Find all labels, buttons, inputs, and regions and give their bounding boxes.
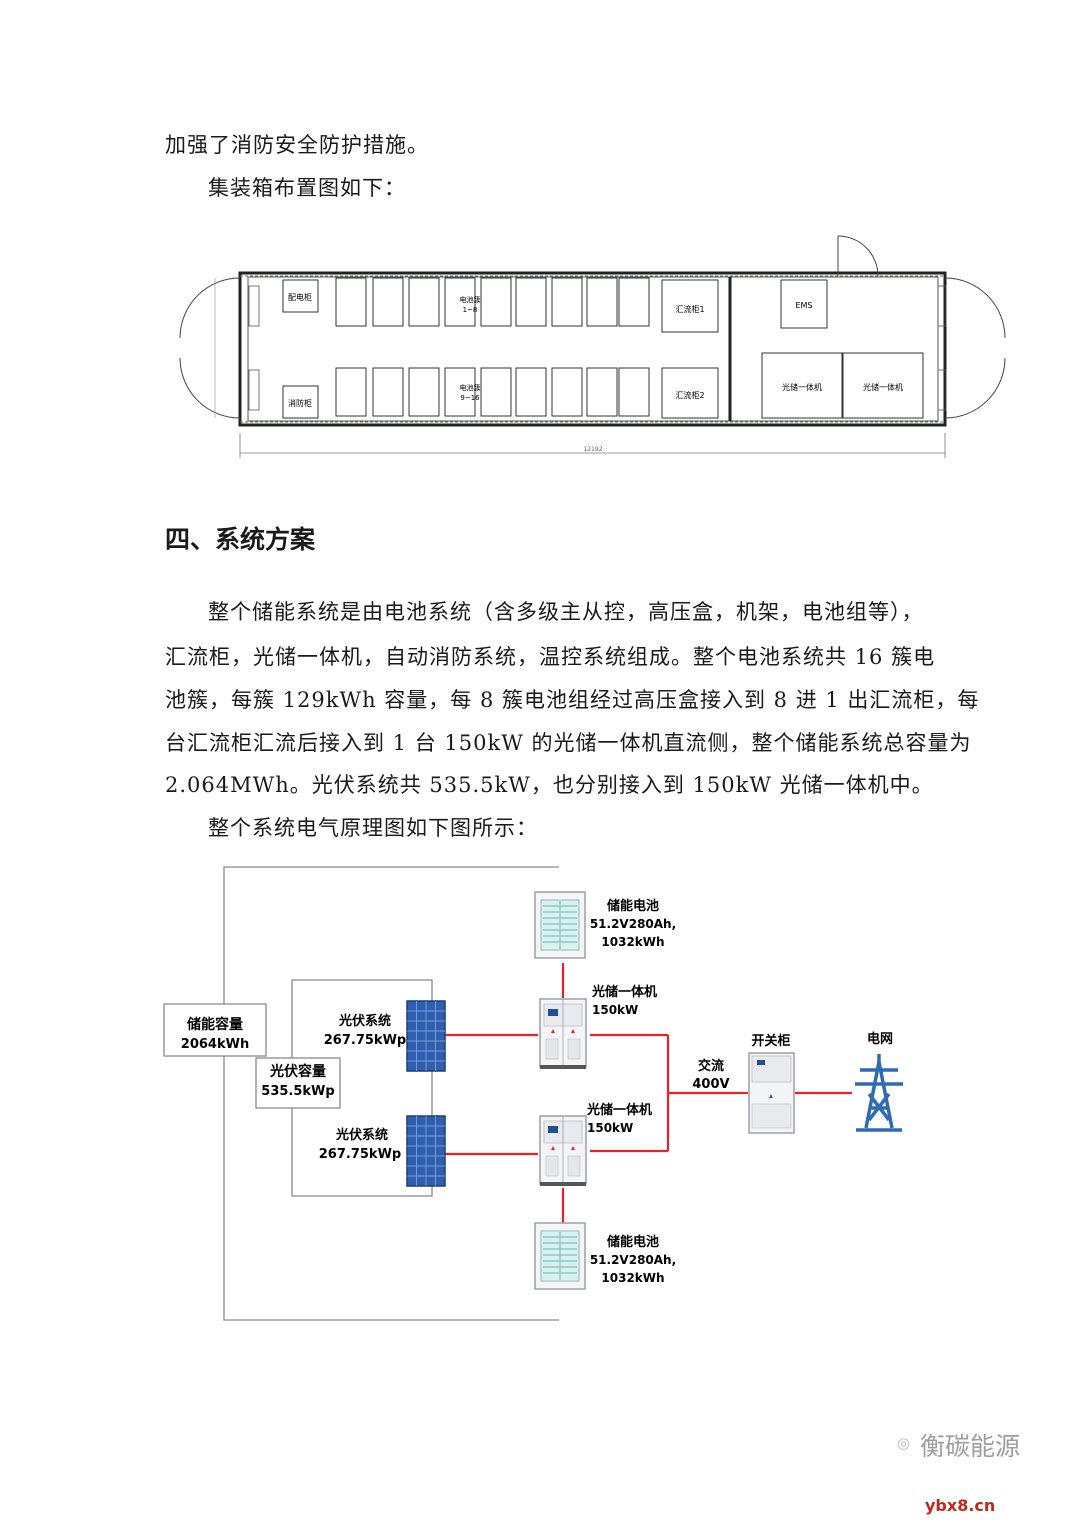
ems-label: EMS <box>795 301 812 310</box>
hybrid-inverter-icon <box>539 1115 587 1187</box>
power-tower-icon <box>855 1054 903 1132</box>
battery-cluster-top-label: 电池簇 <box>460 295 481 304</box>
paragraph-line: 汇流柜，光储一体机，自动消防系统，温控系统组成。整个电池系统共 16 簇电 <box>165 645 936 669</box>
switch-cabinet-label: 开关柜 <box>751 1033 790 1049</box>
battery-cluster-top-range: 1~8 <box>463 306 478 314</box>
paragraph-line: 2.064MWh。光伏系统共 535.5kW，也分别接入到 150kW 光储一体… <box>165 773 934 797</box>
pv-system-2-title: 光伏系统 <box>335 1127 388 1143</box>
combiner-1-label: 汇流柜1 <box>675 304 704 314</box>
inverter-2-power: 150kW <box>587 1121 633 1135</box>
text-line: 整个系统电气原理图如下图所示： <box>208 816 538 840</box>
power-cabinet-label: 配电柜 <box>288 292 312 302</box>
text-line: 加强了消防安全防护措施。 <box>165 133 429 157</box>
pcs-1-label: 光储一体机 <box>782 382 822 392</box>
storage-capacity-value: 2064kWh <box>181 1037 249 1052</box>
paragraph-line: 池簇，每簇 129kWh 容量，每 8 簇电池组经过高压盒接入到 8 进 1 出… <box>165 688 980 712</box>
battery-1-title: 储能电池 <box>606 898 659 914</box>
ac-voltage: 400V <box>692 1077 729 1092</box>
hybrid-inverter-icon <box>539 998 587 1070</box>
battery-racks-top <box>335 277 650 327</box>
pv-system-1-title: 光伏系统 <box>338 1013 391 1029</box>
paragraph-line: 整个储能系统是由电池系统（含多级主从控，高压盒，机架，电池组等）， <box>208 600 924 624</box>
watermark-brand: 衡碳能源 <box>920 1432 1021 1461</box>
ac-title: 交流 <box>698 1058 724 1074</box>
battery-racks-bottom <box>335 367 650 417</box>
section-heading: 四、系统方案 <box>165 525 316 554</box>
paragraph-line: 台汇流柜汇流后接入到 1 台 150kW 的光储一体机直流侧，整个储能系统总容量… <box>165 731 972 755</box>
grid-label: 电网 <box>867 1031 893 1047</box>
switch-cabinet-icon <box>748 1052 795 1134</box>
inverter-2-title: 光储一体机 <box>586 1102 652 1118</box>
dimension-label: 12192 <box>583 446 602 453</box>
battery-1-capacity: 1032kWh <box>601 935 664 949</box>
storage-capacity-title: 储能容量 <box>186 1016 243 1033</box>
pv-capacity-title: 光伏容量 <box>269 1063 326 1080</box>
solar-panel-icon <box>406 1115 446 1187</box>
pv-capacity-value: 535.5kWp <box>261 1084 334 1099</box>
pcs-2-label: 光储一体机 <box>863 382 903 392</box>
inverter-1-power: 150kW <box>592 1003 638 1017</box>
battery-cluster-bottom-label: 电池簇 <box>460 383 481 392</box>
solar-panel-icon <box>406 1000 446 1072</box>
battery-2-capacity: 1032kWh <box>601 1271 664 1285</box>
inverter-1-title: 光储一体机 <box>591 984 657 1000</box>
wechat-icon: ◎ <box>897 1434 911 1452</box>
pv-system-1-value: 267.75kWp <box>324 1033 406 1048</box>
power-lines <box>445 963 852 1226</box>
fire-cabinet-label: 消防柜 <box>288 398 312 408</box>
battery-cluster-bottom-range: 9~16 <box>460 394 480 402</box>
battery-2-title: 储能电池 <box>606 1234 659 1250</box>
container-layout-drawing: 配电柜 消防柜 电池簇 1~8 电池簇 9~16 汇流柜1 汇流柜2 EMS 光… <box>179 235 1006 458</box>
battery-1-spec: 51.2V280Ah, <box>590 917 676 931</box>
text-line: 集装箱布置图如下： <box>208 176 406 200</box>
combiner-2-label: 汇流柜2 <box>675 390 704 400</box>
battery-rack-icon <box>534 1222 586 1290</box>
pv-system-2-value: 267.75kWp <box>319 1147 401 1162</box>
watermark-site: ybx8.cn <box>925 1496 996 1515</box>
electrical-diagram: 储能容量 2064kWh 光伏容量 535.5kWp 光伏系统 267.75kW… <box>163 866 903 1321</box>
battery-rack-icon <box>534 891 586 959</box>
battery-2-spec: 51.2V280Ah, <box>590 1253 676 1267</box>
